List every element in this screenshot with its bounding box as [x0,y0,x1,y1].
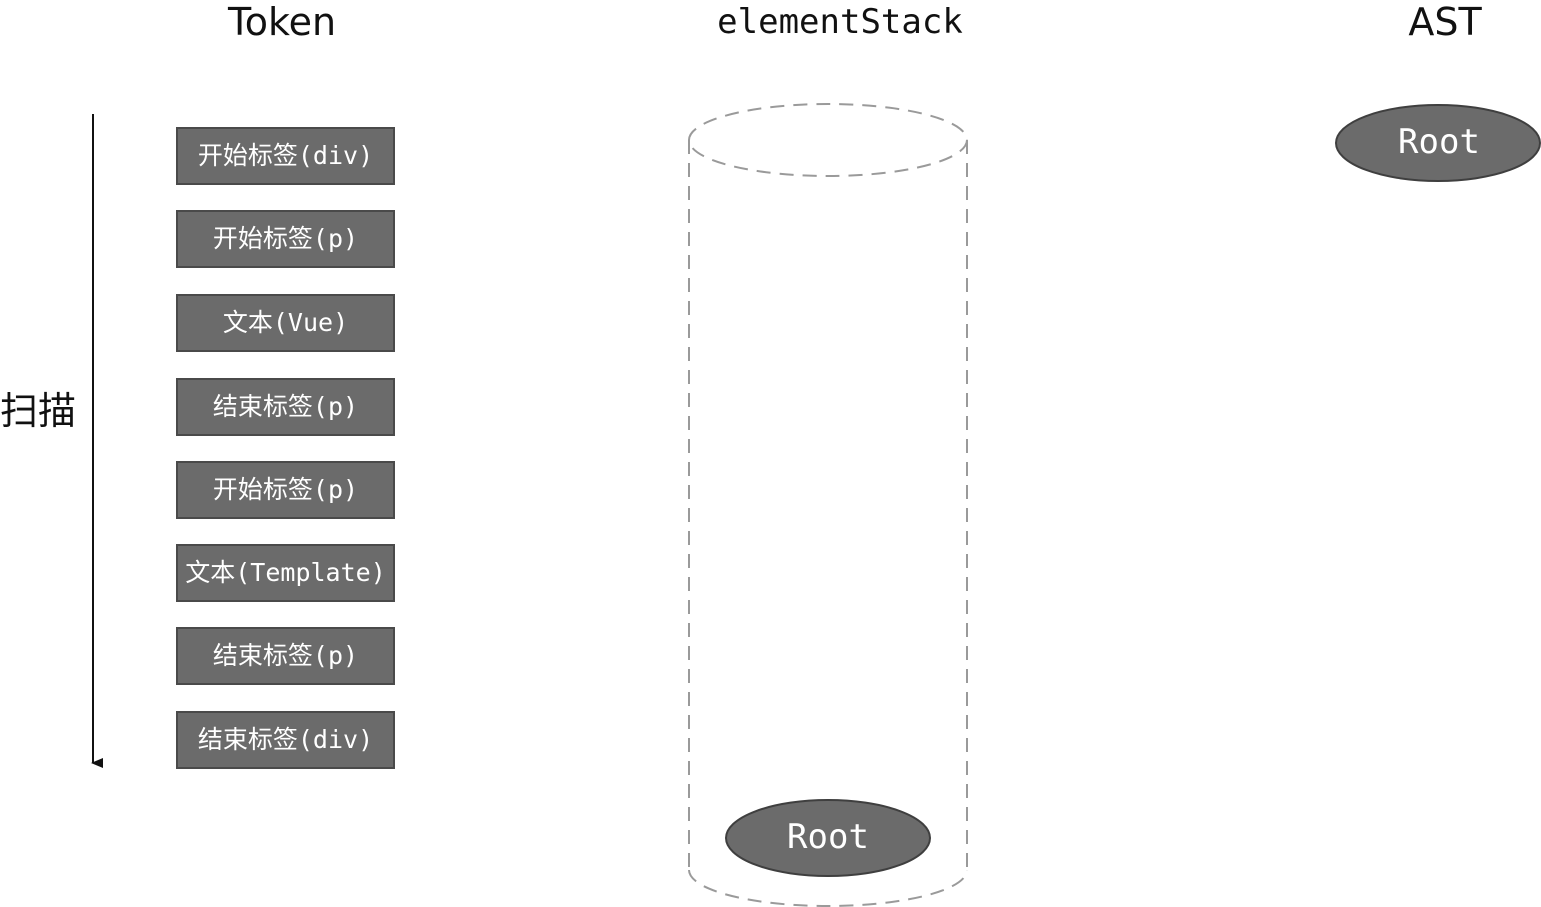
stack-root-label: Root [787,817,869,857]
token-item: 开始标签(p) [176,461,395,519]
token-item: 文本(Vue) [176,294,395,352]
element-stack-cylinder [688,103,968,907]
ast-root-node [1335,104,1541,182]
scan-label: 扫描 [0,389,77,433]
token-column-heading: Token [227,0,337,44]
cylinder-top [688,103,968,177]
token-item: 结束标签(p) [176,378,395,436]
token-item: 开始标签(div) [176,127,395,185]
ast-heading: AST [1408,0,1482,44]
cylinder-bottom [688,869,968,907]
token-item: 文本(Template) [176,544,395,602]
token-item: 开始标签(p) [176,210,395,268]
token-item: 结束标签(div) [176,711,395,769]
token-item: 结束标签(p) [176,627,395,685]
element-stack-heading: elementStack [717,2,963,42]
ast-root-label: Root [1398,122,1480,162]
stack-root-node [725,799,931,877]
